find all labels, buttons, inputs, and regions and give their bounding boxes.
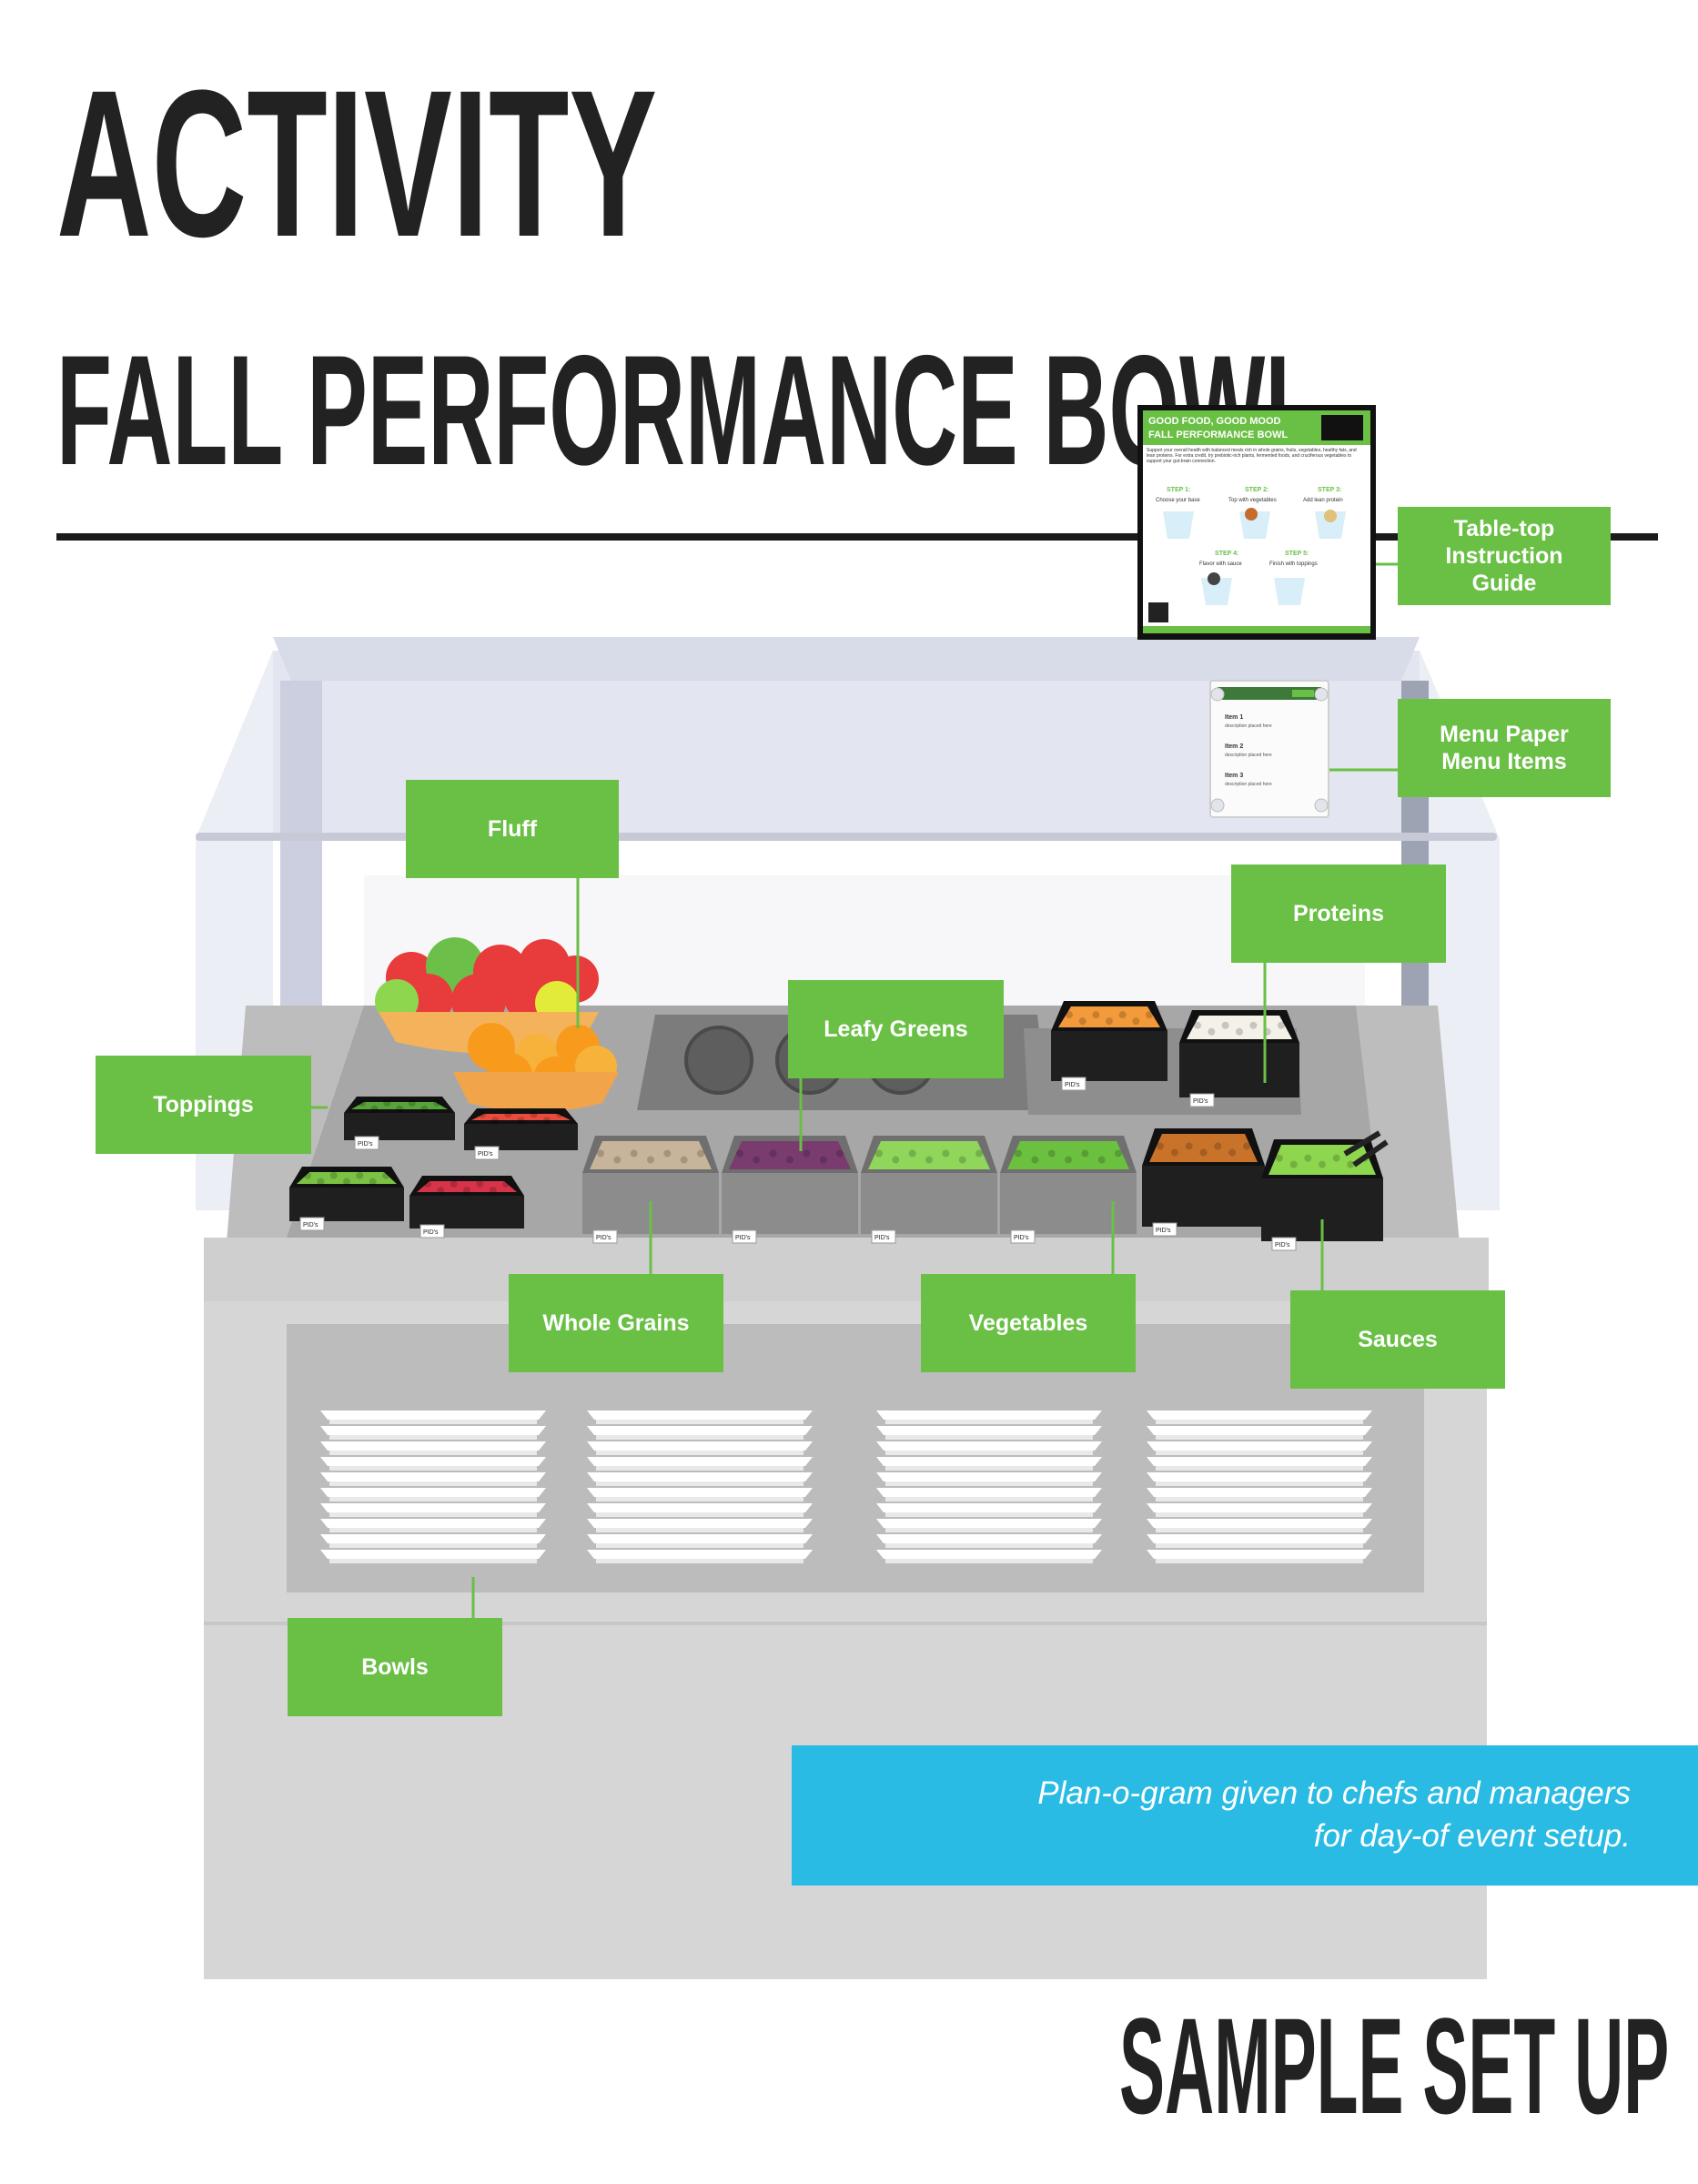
pan-tag: PID's [1275, 1242, 1290, 1249]
guide-step-2-text: Top with vegetables [1228, 498, 1277, 503]
fruit-baskets [375, 937, 619, 1112]
bowl-stack-3 [876, 1410, 1102, 1563]
guide-step-4-label: STEP 4: [1215, 551, 1238, 557]
greens-pan: PID's [722, 1136, 858, 1244]
topping-pan-3: PID's [289, 1167, 404, 1231]
page-subtitle: FALL PERFORMANCE BOWL [56, 323, 1321, 498]
label-bowls: Bowls [288, 1618, 502, 1716]
page-title: ACTIVITY [56, 46, 658, 280]
pan-tag: PID's [358, 1141, 373, 1148]
note-line-1: Plan-o-gram given to chefs and managers [1037, 1775, 1631, 1811]
pan-tag: PID's [1065, 1082, 1080, 1088]
veg-pan-2: PID's [1000, 1136, 1137, 1244]
bowl-stack-2 [587, 1410, 813, 1563]
bowl-stack-1 [320, 1410, 546, 1563]
topping-pan-1: PID's [344, 1097, 455, 1150]
guide-heading-1: GOOD FOOD, GOOD MOOD [1148, 416, 1281, 427]
guide-step-1-label: STEP 1: [1167, 487, 1190, 493]
protein-pan-1: PID's [1051, 1001, 1167, 1091]
label-table-top-guide: Table-top Instruction Guide [1398, 507, 1611, 605]
pan-tag: PID's [1014, 1235, 1029, 1241]
pan-tag: PID's [423, 1229, 439, 1236]
guide-step-3-label: STEP 3: [1318, 487, 1341, 493]
menu-item-3-name: Item 3 [1225, 773, 1243, 779]
guide-body: Support your overall health with balance… [1147, 448, 1357, 464]
guide-step-5-label: STEP 5: [1285, 551, 1309, 557]
menu-item-1-name: Item 1 [1225, 714, 1243, 721]
menu-item-2-desc: description placed here [1225, 753, 1272, 758]
footer-title: SAMPLE SET UP [1119, 1989, 1670, 2142]
guide-step-3-text: Add lean protein [1303, 498, 1343, 503]
note-line-2: for day-of event setup. [1313, 1817, 1631, 1854]
menu-item-1-desc: description placed here [1225, 723, 1272, 729]
topping-pan-4: PID's [409, 1176, 524, 1239]
label-sauces: Sauces [1290, 1290, 1505, 1389]
pan-tag: PID's [874, 1235, 890, 1241]
label-menu-paper: Menu Paper Menu Items [1398, 699, 1611, 797]
veg-pan-1: PID's [861, 1136, 997, 1244]
sauce-pan-1: PID's [1142, 1128, 1265, 1237]
menu-item-2-name: Item 2 [1225, 743, 1243, 750]
menu-item-3-desc: description placed here [1225, 782, 1272, 787]
guide-step-5-text: Finish with toppings [1269, 561, 1318, 567]
guide-heading-2: FALL PERFORMANCE BOWL [1148, 430, 1288, 440]
callout-leaders [305, 562, 1398, 1618]
bowl-stack-4 [1147, 1410, 1372, 1563]
guide-step-2-label: STEP 2: [1245, 487, 1268, 493]
label-proteins: Proteins [1231, 864, 1446, 963]
grain-pan: PID's [582, 1136, 719, 1244]
pan-tag: PID's [1156, 1228, 1171, 1234]
pan-tag: PID's [596, 1235, 611, 1241]
label-vegetables: Vegetables [921, 1274, 1136, 1372]
label-leafy-greens: Leafy Greens [788, 980, 1004, 1078]
label-fluff: Fluff [406, 780, 619, 878]
guide-step-1-text: Choose your base [1156, 498, 1200, 503]
bowl-stacks [320, 1410, 1372, 1563]
pan-tag: PID's [735, 1235, 751, 1241]
pan-tag: PID's [303, 1222, 318, 1228]
protein-pan-2: PID's [1179, 1010, 1299, 1107]
qr-code-icon [1148, 602, 1168, 622]
table-top-guide-card: GOOD FOOD, GOOD MOOD FALL PERFORMANCE BO… [1137, 405, 1376, 640]
pan-tag: PID's [478, 1151, 493, 1158]
title-rule [56, 533, 1658, 541]
pan-tag: PID's [1193, 1098, 1208, 1105]
topping-pan-2: PID's [464, 1108, 578, 1160]
label-whole-grains: Whole Grains [509, 1274, 723, 1372]
guide-step-4-text: Flavor with sauce [1199, 561, 1242, 567]
label-toppings: Toppings [96, 1056, 311, 1154]
plan-o-gram-note: Plan-o-gram given to chefs and managers … [792, 1745, 1698, 1886]
sauce-spoon [1343, 1130, 1389, 1168]
menu-paper-card: Item 1 description placed here Item 2 de… [1209, 680, 1329, 818]
